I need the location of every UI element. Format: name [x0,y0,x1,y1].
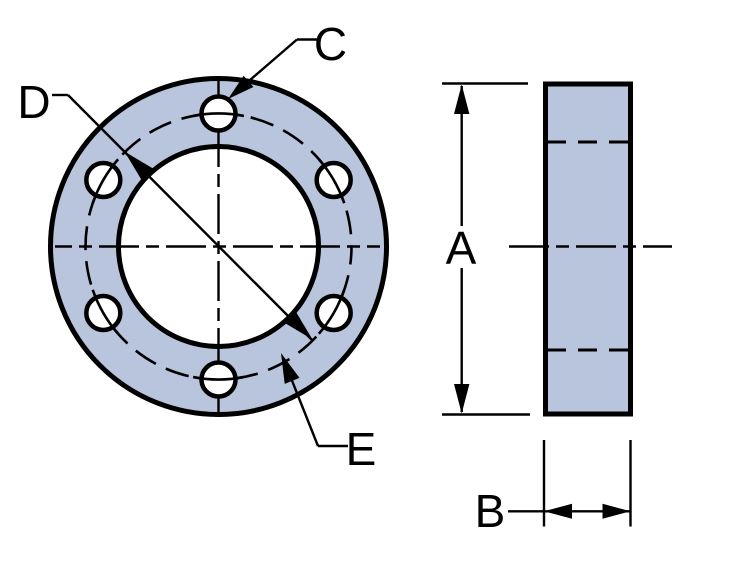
label-d: D [17,76,50,128]
arrowhead-icon [284,311,313,340]
front-view: C D E [17,18,389,475]
label-a: A [446,222,477,274]
side-profile [543,81,633,417]
hole-centermark-arc [91,158,120,204]
callout-bore-diameter: D [17,76,314,342]
hole-centermark-arc [192,112,245,118]
label-e: E [346,423,377,475]
arrowhead-icon [544,503,572,519]
arrowhead-icon [281,353,300,384]
side-view: A B [442,81,672,537]
arrowhead-icon [454,384,470,414]
callout-bolt-circle: E [281,353,376,475]
hole-centermark-arc [192,375,245,381]
hole-centermark-arc [91,289,120,335]
arrowhead-icon [124,151,153,180]
hole-centermark-arc [317,289,346,335]
arrowhead-icon [228,75,254,99]
diameter-line [67,94,314,342]
arrowhead-icon [454,84,470,114]
dimension-b: B [475,440,632,537]
dimension-a: A [442,82,530,416]
callout-bolt-hole: C [228,18,347,99]
arrowhead-icon [602,503,631,519]
label-c: C [314,18,347,70]
label-b: B [475,485,506,537]
hole-centermark-arc [317,158,346,204]
